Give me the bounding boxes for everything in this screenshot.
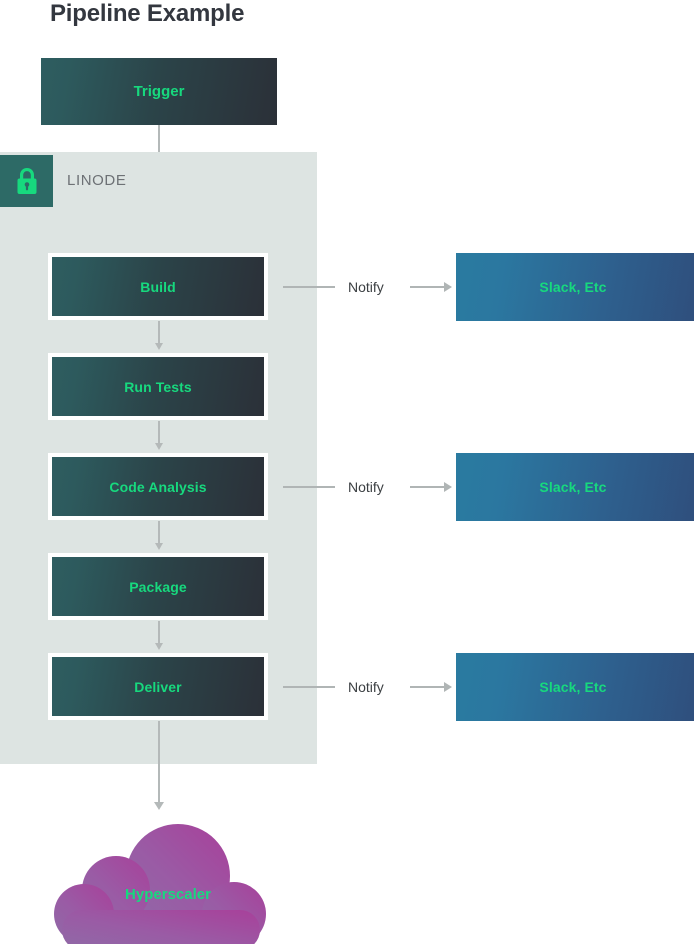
notify-arrowhead-3 (444, 682, 452, 692)
stage-node-package[interactable]: Package (48, 553, 268, 620)
connector-code-analysis-to-package (158, 521, 160, 545)
notify-line-left-1 (283, 286, 335, 288)
notify-target-label: Slack, Etc (539, 279, 607, 295)
connector-build-to-run-tests (158, 321, 160, 345)
notify-label-3: Notify (348, 679, 384, 695)
notify-line-left-2 (283, 486, 335, 488)
connector-build-to-run-tests-arrowhead (155, 343, 163, 350)
stage-label: Build (140, 278, 176, 295)
lock-icon (14, 166, 40, 196)
notify-target-3[interactable]: Slack, Etc (456, 653, 694, 721)
connector-run-tests-to-code-analysis (158, 421, 160, 445)
lock-badge (0, 155, 53, 207)
notify-arrowhead-1 (444, 282, 452, 292)
notify-line-right-2 (410, 486, 446, 488)
hyperscaler-label: Hyperscaler (125, 886, 211, 903)
notify-target-label: Slack, Etc (539, 479, 607, 495)
connector-deliver-to-hyperscaler (158, 721, 160, 806)
stage-label: Deliver (134, 678, 182, 695)
notify-line-left-3 (283, 686, 335, 688)
stage-node-deliver[interactable]: Deliver (48, 653, 268, 720)
notify-target-2[interactable]: Slack, Etc (456, 453, 694, 521)
trigger-node[interactable]: Trigger (41, 58, 277, 125)
connector-run-tests-to-code-analysis-arrowhead (155, 443, 163, 450)
notify-arrowhead-2 (444, 482, 452, 492)
connector-package-to-deliver (158, 621, 160, 645)
stage-label: Package (129, 578, 187, 595)
page-title: Pipeline Example (50, 0, 245, 27)
stage-node-code-analysis[interactable]: Code Analysis (48, 453, 268, 520)
stage-node-run-tests[interactable]: Run Tests (48, 353, 268, 420)
stage-label: Code Analysis (109, 478, 207, 495)
connector-code-analysis-to-package-arrowhead (155, 543, 163, 550)
stage-node-build[interactable]: Build (48, 253, 268, 320)
notify-line-right-3 (410, 686, 446, 688)
notify-target-label: Slack, Etc (539, 679, 607, 695)
notify-label-1: Notify (348, 279, 384, 295)
trigger-label: Trigger (133, 83, 185, 100)
connector-deliver-to-hyperscaler-arrowhead (154, 802, 164, 810)
notify-target-1[interactable]: Slack, Etc (456, 253, 694, 321)
notify-line-right-1 (410, 286, 446, 288)
cloud-icon (54, 824, 266, 949)
stage-label: Run Tests (124, 378, 192, 395)
connector-package-to-deliver-arrowhead (155, 643, 163, 650)
notify-label-2: Notify (348, 479, 384, 495)
linode-label: LINODE (67, 172, 127, 189)
hyperscaler-node[interactable] (38, 818, 298, 949)
